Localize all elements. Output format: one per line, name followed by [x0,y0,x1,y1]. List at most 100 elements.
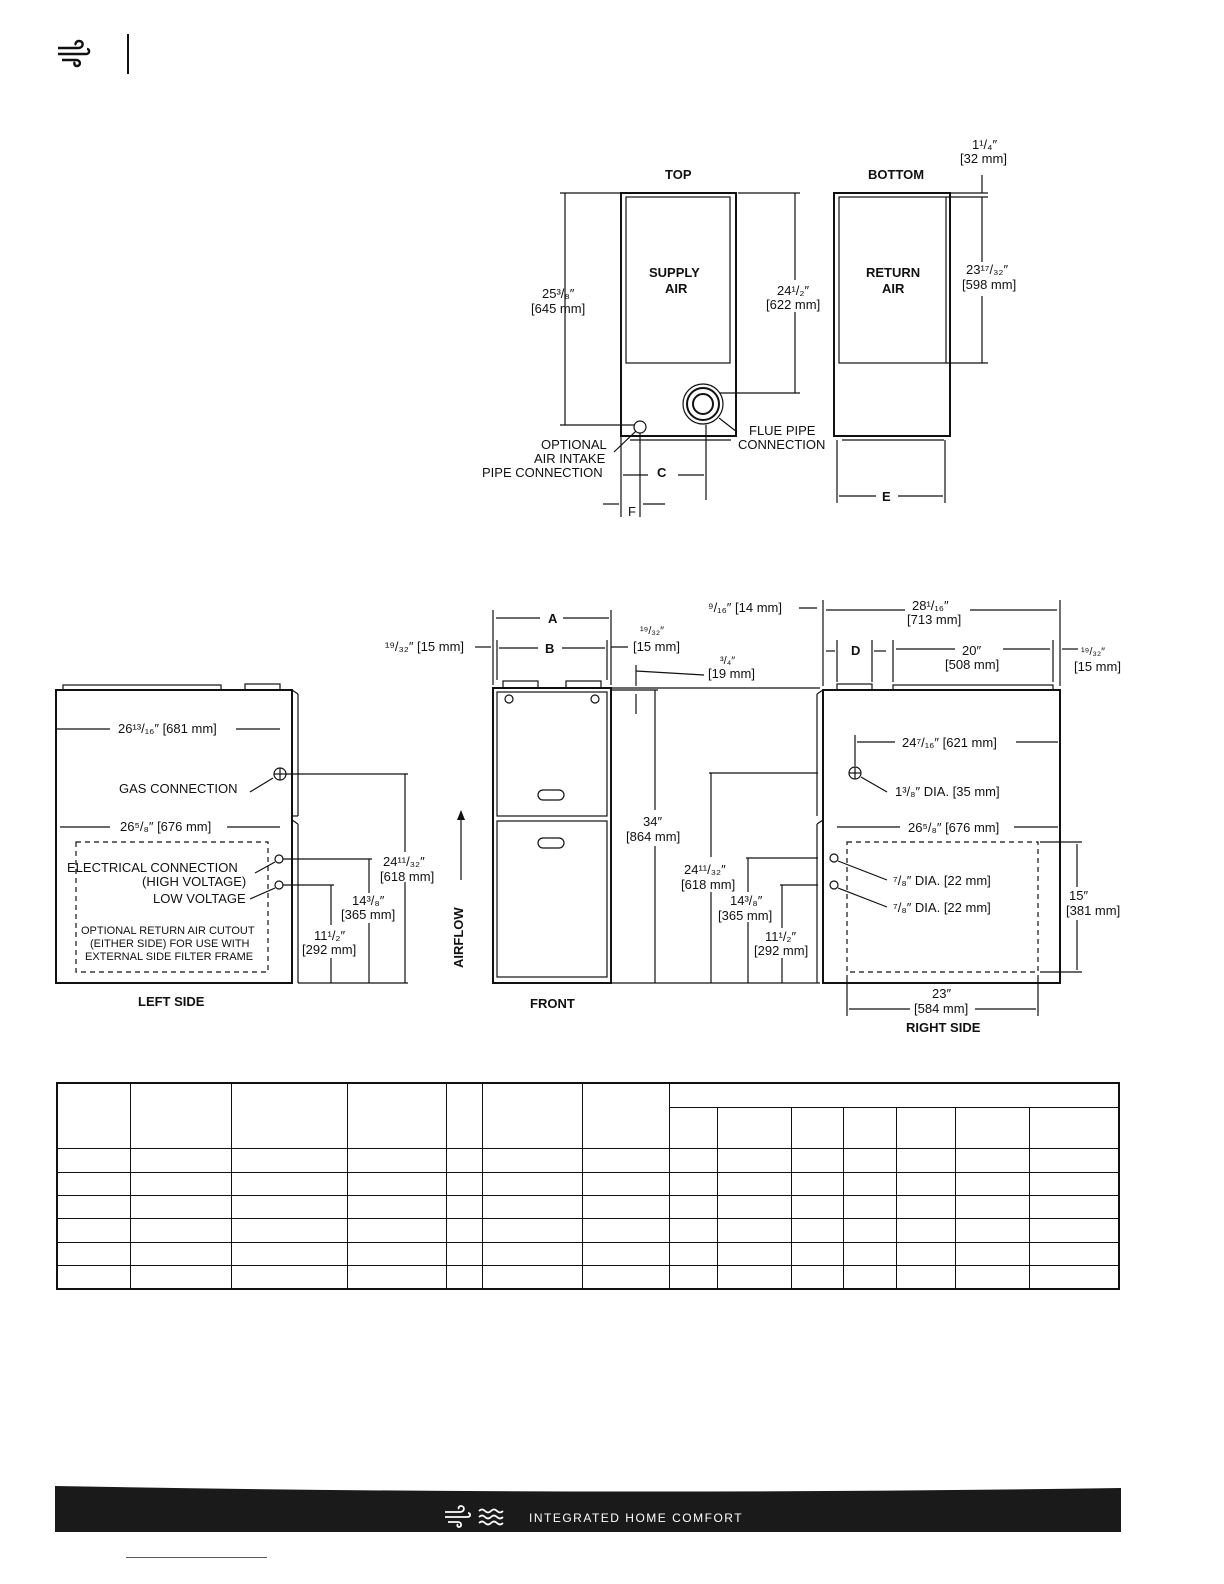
front-dim-right-15-2: [15 mm] [633,639,680,654]
front-dim-left-15: ¹⁹/₃₂″ [15 mm] [385,639,464,654]
supply-air-label-1: SUPPLY [649,265,700,280]
table-body [56,1148,1120,1290]
bottom-dim-height-2: [598 mm] [962,277,1016,292]
left-dim-11-1: 11¹/₂″ [314,928,345,943]
table-cell [790,1148,844,1173]
return-air-label-1: RETURN [866,265,920,280]
right-dia-22b: ⁷/₈″ DIA. [22 mm] [893,900,991,915]
left-dim-14-1: 14³/₈″ [352,893,385,908]
table-cell [1028,1195,1120,1220]
table-cell [56,1171,131,1197]
table-cell [954,1265,1030,1290]
table-cell [716,1265,792,1290]
table-cell [1028,1241,1120,1267]
front-title: FRONT [530,996,575,1011]
front-dim-24-1: 24¹¹/₃₂″ [684,862,726,877]
footer-band [55,1486,1121,1532]
table-cell [445,1241,483,1267]
table-cell [346,1218,447,1243]
front-dim-19-2: [19 mm] [708,666,755,681]
front-view: AIRFLOW A B ¹⁹/₃₂″ [15 mm] ¹⁹/₃₂″ [15 mm… [385,600,820,1011]
bottom-dim-top-1: 1¹/₄″ [972,137,997,152]
table-cell [895,1241,956,1267]
table-cell [581,1195,670,1220]
top-dim-inner-2: [622 mm] [766,297,820,312]
table-row [56,1218,1120,1243]
top-dim-height-2: [645 mm] [531,301,585,316]
left-dim-lower: 26⁵/₈″ [676 mm] [120,819,211,834]
front-dim-b: B [545,641,554,656]
table-cell [346,1195,447,1220]
table-cell [716,1148,792,1173]
table-cell [668,1148,718,1173]
right-dia-35: 1³/₈″ DIA. [35 mm] [895,784,1000,799]
table-cell [230,1195,348,1220]
left-dim-24-2: [618 mm] [380,869,434,884]
electrical-label-1: ELECTRICAL CONNECTION [67,860,238,875]
cutout-label-1: OPTIONAL RETURN AIR CUTOUT [81,925,255,937]
front-dim-34-2: [864 mm] [626,829,680,844]
header-divider [127,34,129,74]
table-cell [1028,1265,1120,1290]
return-air-label-2: AIR [882,281,905,296]
right-dim-15-2: [381 mm] [1066,903,1120,918]
table-row [56,1265,1120,1290]
intake-label-1: OPTIONAL [541,437,607,452]
table-cell [1028,1218,1120,1243]
table-cell [581,1148,670,1173]
right-side-title: RIGHT SIDE [906,1020,981,1035]
cutout-label-2: (EITHER SIDE) FOR USE WITH [90,938,250,950]
table-cell [842,1195,897,1220]
specification-table [56,1082,1121,1290]
table-cell [668,1171,718,1197]
table-cell [230,1265,348,1290]
table-cell [56,1241,131,1267]
table-cell [445,1171,483,1197]
table-cell [716,1218,792,1243]
table-cell [129,1241,232,1267]
right-dim-26: 26⁵/₈″ [676 mm] [908,820,999,835]
front-dim-a: A [548,611,558,626]
right-dim-23-2: [584 mm] [914,1001,968,1016]
bottom-link-underline[interactable] [126,1557,267,1558]
electrical-label-2: (HIGH VOLTAGE) [142,874,246,889]
front-dim-24-2: [618 mm] [681,877,735,892]
table-cell [790,1218,844,1243]
table-cell [230,1241,348,1267]
right-dim-23-1: 23″ [932,986,951,1001]
table-cell [716,1171,792,1197]
front-dim-14b-1: 14³/₈″ [730,893,763,908]
table-cell [481,1265,583,1290]
table-cell [129,1195,232,1220]
table-cell [842,1241,897,1267]
table-cell [581,1171,670,1197]
top-view: TOP SUPPLY AIR 25³/₈″ [645 mm] 24¹/₂″ [6… [482,167,825,519]
right-dia-22a: ⁷/₈″ DIA. [22 mm] [893,873,991,888]
footer-logo [445,1505,504,1528]
flue-label-2: CONNECTION [738,437,825,452]
supply-air-label-2: AIR [665,281,688,296]
front-dim-34-1: 34″ [643,814,662,829]
table-cell [668,1265,718,1290]
left-side-title: LEFT SIDE [138,994,205,1009]
table-header-row [56,1082,1120,1150]
front-dim-19-1: ³/₄″ [720,655,735,667]
right-dim-28-1: 28¹/₁₆″ [912,598,949,613]
table-cell [842,1218,897,1243]
table-cell [346,1171,447,1197]
table-cell [790,1195,844,1220]
bottom-view: BOTTOM RETURN AIR 1¹/₄″ [32 mm] 23¹⁷/₃₂″… [833,137,1016,504]
table-cell [790,1171,844,1197]
front-dim-14b-2: [365 mm] [718,908,772,923]
wind-swirl-icon [58,39,91,68]
airflow-label: AIRFLOW [451,907,466,968]
table-cell [954,1195,1030,1220]
top-dim-height-1: 25³/₈″ [542,286,575,301]
table-cell [481,1195,583,1220]
table-cell [1028,1148,1120,1173]
table-cell [129,1265,232,1290]
table-cell [895,1265,956,1290]
table-cell [230,1171,348,1197]
right-dim-15-top-1: ¹⁹/₃₂″ [1081,646,1105,658]
